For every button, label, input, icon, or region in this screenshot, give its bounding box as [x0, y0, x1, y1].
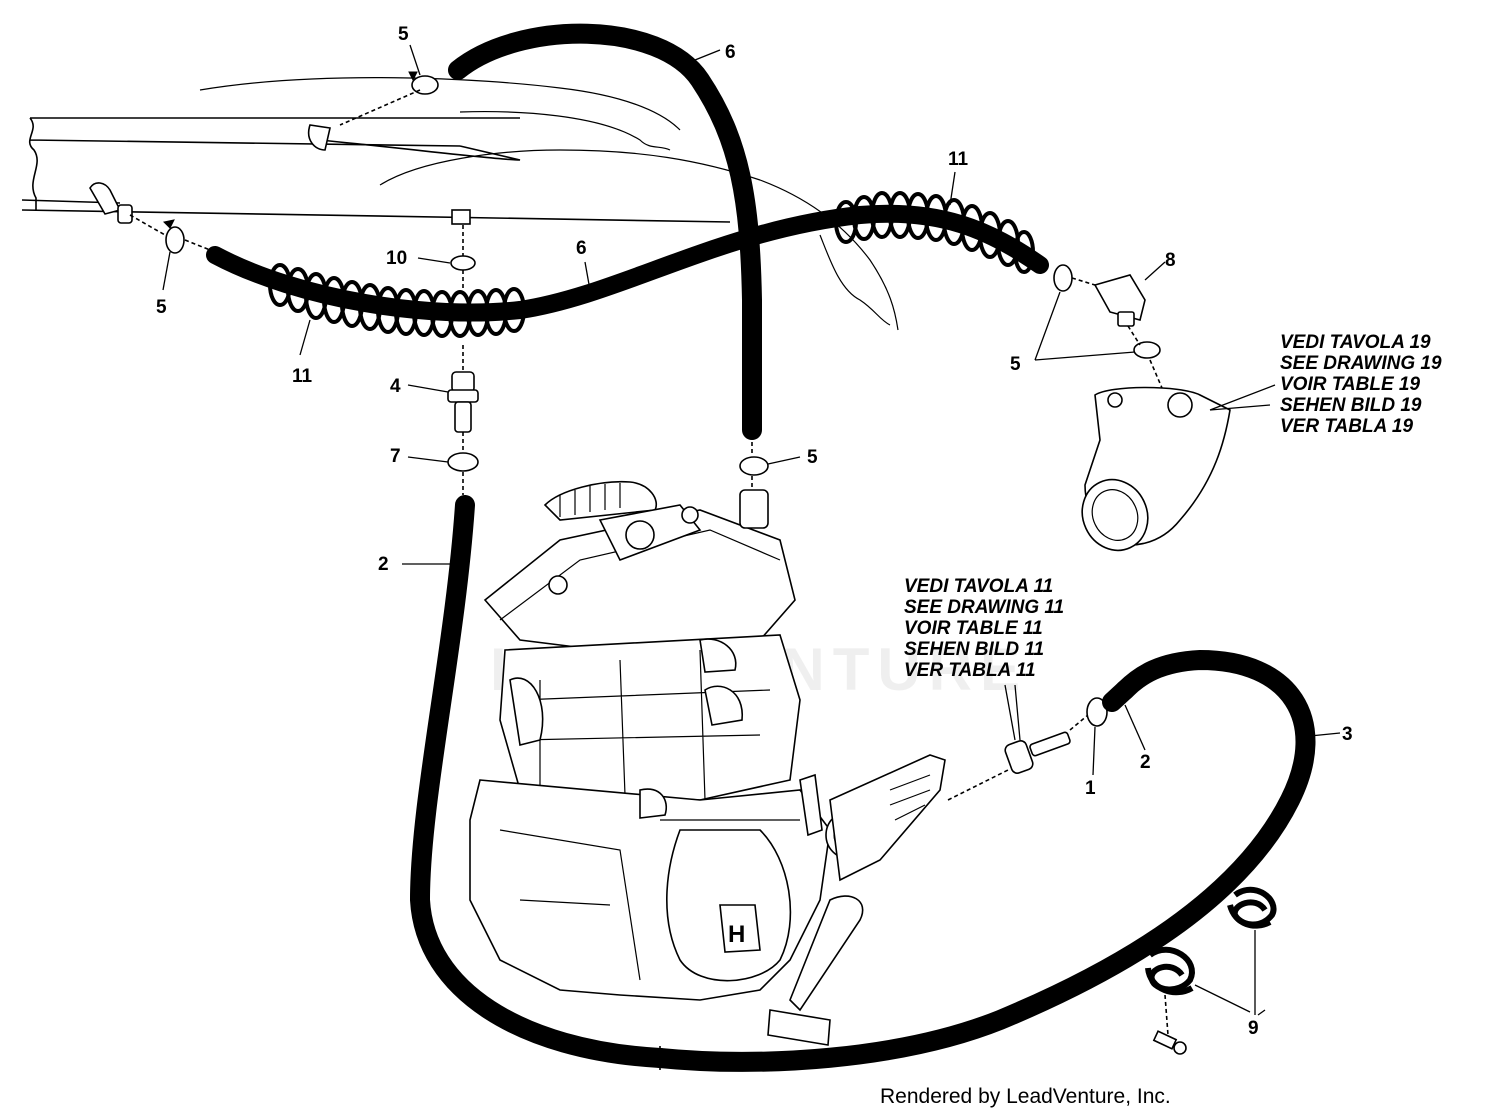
- cable-clip-9-upper: [1227, 886, 1277, 929]
- clamp-5-top: [408, 71, 439, 95]
- reference-note-drawing-19: VEDI TAVOLA 19 SEE DRAWING 19 VOIR TABLE…: [1280, 332, 1442, 437]
- callout-11-left: 11: [292, 366, 313, 387]
- note-11-line-5: VER TABLA 11: [904, 660, 1036, 681]
- callout-4: 4: [390, 376, 401, 397]
- clamp-5-left: [162, 219, 185, 254]
- callout-7: 7: [390, 446, 401, 467]
- spring-guard-11-right: [834, 191, 1035, 274]
- clamp-5-right-lower: [1133, 341, 1161, 359]
- note-11-line-2: SEE DRAWING 11: [904, 597, 1064, 618]
- o-ring-10: [450, 255, 476, 271]
- callout-1: 1: [1085, 778, 1096, 799]
- callout-9: 9: [1248, 1018, 1259, 1039]
- note-11-line-4: SEHEN BILD 11: [904, 639, 1044, 660]
- hose-2-left: [410, 495, 670, 1068]
- note-19-line-5: VER TABLA 19: [1280, 416, 1413, 437]
- note-19-line-4: SEHEN BILD 19: [1280, 395, 1422, 416]
- svg-text:H: H: [728, 921, 745, 948]
- callout-11-right: 11: [948, 149, 969, 170]
- crankcase-fitting: [1004, 731, 1071, 774]
- note-11-line-1: VEDI TAVOLA 11: [904, 576, 1053, 597]
- engine-assembly: H: [469, 480, 946, 1046]
- clamp-1: [1086, 697, 1108, 727]
- callout-10: 10: [386, 248, 407, 269]
- note-19-line-2: SEE DRAWING 19: [1280, 353, 1442, 374]
- callout-5-right: 5: [1010, 354, 1021, 375]
- callout-2-right: 2: [1140, 752, 1151, 773]
- spring-guard-11-left: [268, 263, 526, 338]
- callout-5-mid: 5: [807, 447, 818, 468]
- screw: [1152, 1030, 1187, 1055]
- hose-6-horizontal: [206, 204, 1049, 322]
- footer-credit: Rendered by LeadVenture, Inc.: [880, 1085, 1171, 1108]
- elbow-fitting-8: [1093, 274, 1146, 327]
- clamp-5-right-upper: [1053, 264, 1073, 292]
- note-19-line-3: VOIR TABLE 19: [1280, 374, 1420, 395]
- callout-5-left: 5: [156, 297, 167, 318]
- reference-note-drawing-11: VEDI TAVOLA 11 SEE DRAWING 11 VOIR TABLE…: [904, 576, 1064, 681]
- cable-clip-9-lower: [1145, 946, 1195, 996]
- hose-2-right: [1102, 680, 1135, 712]
- clamp-5-mid: [739, 456, 769, 476]
- frame-section: [21, 77, 899, 331]
- callout-8: 8: [1165, 250, 1176, 271]
- callout-5-top: 5: [398, 24, 409, 45]
- callout-6-mid: 6: [576, 238, 587, 259]
- callout-3: 3: [1342, 724, 1353, 745]
- hose-6-vertical: [448, 23, 762, 440]
- clamp-7: [447, 452, 479, 472]
- hose-3: [650, 650, 1316, 1072]
- callout-6-top: 6: [725, 42, 736, 63]
- intake-manifold: [1081, 386, 1231, 552]
- check-valve-4: [447, 371, 479, 433]
- note-19-line-1: VEDI TAVOLA 19: [1280, 332, 1431, 353]
- callout-2-left: 2: [378, 554, 389, 575]
- note-11-line-3: VOIR TABLE 11: [904, 618, 1043, 639]
